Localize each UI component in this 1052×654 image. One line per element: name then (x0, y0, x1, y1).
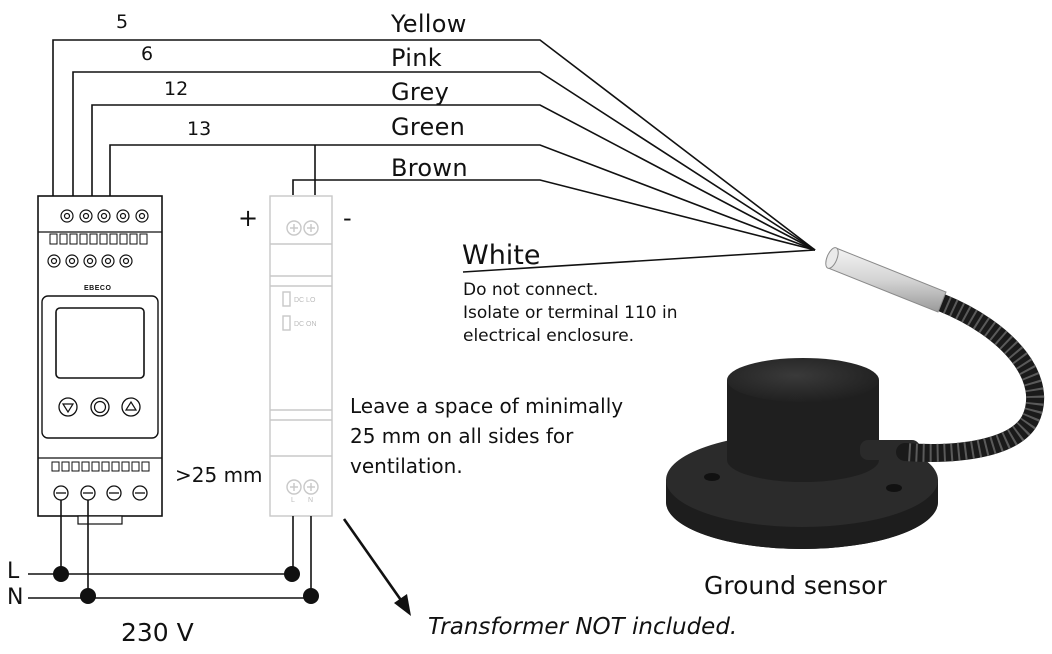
spacing-label: >25 mm (175, 463, 263, 487)
junction-l-controller (53, 566, 69, 582)
sensor-wires (52, 39, 816, 273)
mains-wiring (28, 500, 312, 599)
junction-n-psu (303, 588, 319, 604)
terminal-6-label: 6 (141, 43, 154, 65)
psu-terminal-n: N (308, 497, 314, 504)
wire-brown (292, 179, 816, 251)
wire-label-white: White (462, 240, 541, 271)
power-supply (269, 195, 333, 517)
wire-label-yellow: Yellow (391, 10, 467, 38)
white-note-line-3: electrical enclosure. (463, 326, 635, 346)
psu-led-dc-on: DC ON (294, 321, 317, 328)
white-wire-note: Do not connect. Isolate or terminal 110 … (463, 279, 678, 348)
supply-l-label: L (7, 559, 20, 584)
wire-yellow (52, 39, 816, 251)
ventilation-line-1: Leave a space of minimally (350, 394, 624, 418)
wire-label-grey: Grey (391, 78, 450, 106)
terminal-12-label: 12 (164, 78, 189, 100)
wire-grey (91, 104, 816, 251)
voltage-label: 230 V (121, 618, 194, 647)
ventilation-note: Leave a space of minimally 25 mm on all … (350, 391, 623, 481)
ventilation-line-2: 25 mm on all sides for (350, 424, 574, 448)
ground-sensor (666, 247, 1044, 549)
up-button[interactable] (121, 397, 141, 417)
white-note-line-2: Isolate or terminal 110 in (463, 303, 678, 323)
wire-green (109, 144, 816, 251)
junction-l-psu (284, 566, 300, 582)
terminal-5-label: 5 (116, 11, 129, 33)
wire-label-pink: Pink (391, 44, 442, 72)
controller-brand: EBECO (84, 285, 112, 292)
ok-button[interactable] (90, 397, 110, 417)
transformer-arrow (342, 518, 411, 616)
ground-sensor-label: Ground sensor (704, 571, 887, 600)
ventilation-line-3: ventilation. (350, 454, 463, 478)
wire-label-brown: Brown (391, 154, 468, 182)
psu-led-dc-lo: DC LO (294, 297, 316, 304)
psu-terminal-l: L (291, 497, 295, 504)
psu-minus-label: - (343, 204, 352, 232)
psu-plus-label: + (238, 204, 259, 232)
junction-n-controller (80, 588, 96, 604)
wire-pink (72, 71, 816, 251)
controller-module (37, 195, 163, 525)
down-button[interactable] (58, 397, 78, 417)
terminal-13-label: 13 (187, 118, 212, 140)
white-note-line-1: Do not connect. (463, 280, 599, 300)
wire-white (462, 249, 816, 273)
supply-n-label: N (7, 585, 24, 610)
wire-label-green: Green (391, 113, 466, 141)
transformer-note: Transformer NOT included. (428, 614, 738, 640)
